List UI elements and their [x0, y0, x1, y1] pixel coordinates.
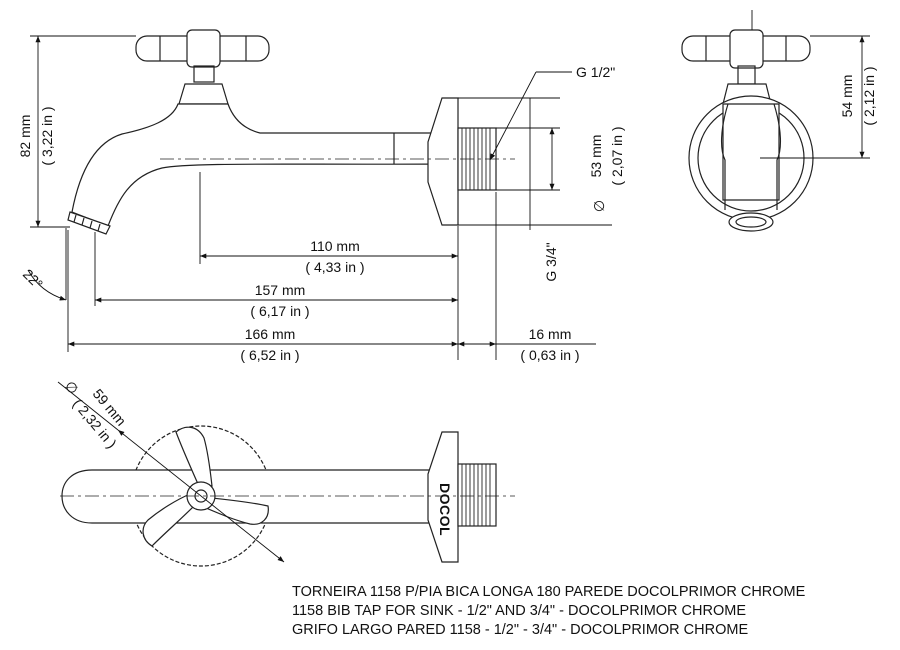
handle-height-in-label: ( 2,12 in )	[861, 66, 877, 125]
side-view-bonnet	[178, 83, 229, 105]
flange-diameter-symbol: ∅	[591, 200, 607, 212]
side-view-aerator	[67, 211, 111, 235]
flange-diameter-in-label: ( 2,07 in )	[609, 126, 625, 185]
angle-label: 22°	[20, 266, 46, 292]
caption-line-pt: TORNEIRA 1158 P/PIA BICA LONGA 180 PARED…	[292, 584, 806, 600]
overall-length-mm-label: 166 mm	[245, 326, 296, 342]
brand-mark: DOCOL	[437, 483, 453, 536]
top-view-dimensions	[57, 381, 285, 563]
height-total-in-label: ( 3,22 in )	[39, 106, 55, 165]
side-view	[67, 29, 515, 235]
wall-to-bend-in-label: ( 4,33 in )	[305, 259, 364, 275]
side-view-dimensions	[27, 35, 612, 360]
wall-to-bend-mm-label: 110 mm	[310, 238, 360, 254]
front-view	[681, 29, 814, 232]
aerator-to-wall-mm-label: 157 mm	[255, 282, 306, 298]
front-view-aerator	[728, 212, 774, 232]
overall-length-in-label: ( 6,52 in )	[240, 347, 299, 363]
thread-length-mm-label: 16 mm	[529, 326, 572, 342]
thread-half-inch-label: G 1/2"	[576, 64, 615, 80]
thread-three-quarter-label: G 3/4"	[543, 242, 559, 281]
top-view-flange	[427, 431, 459, 563]
product-caption: TORNEIRA 1158 P/PIA BICA LONGA 180 PARED…	[292, 583, 805, 640]
side-view-flange	[427, 97, 459, 226]
handle-diameter-symbol: ∅	[62, 378, 82, 398]
side-view-spout	[71, 103, 441, 227]
front-view-dimensions	[751, 10, 870, 159]
handle-height-mm-label: 54 mm	[839, 75, 855, 118]
side-view-handle	[135, 29, 270, 83]
thread-length-in-label: ( 0,63 in )	[520, 347, 579, 363]
height-total-mm-label: 82 mm	[17, 115, 33, 158]
caption-line-en: 1158 BIB TAP FOR SINK - 1/2" AND 3/4" - …	[292, 603, 747, 619]
caption-line-es: GRIFO LARGO PARED 1158 - 1/2" - 3/4" - D…	[292, 622, 749, 638]
aerator-to-wall-in-label: ( 6,17 in )	[250, 303, 309, 319]
flange-diameter-mm-label: 53 mm	[588, 135, 604, 178]
